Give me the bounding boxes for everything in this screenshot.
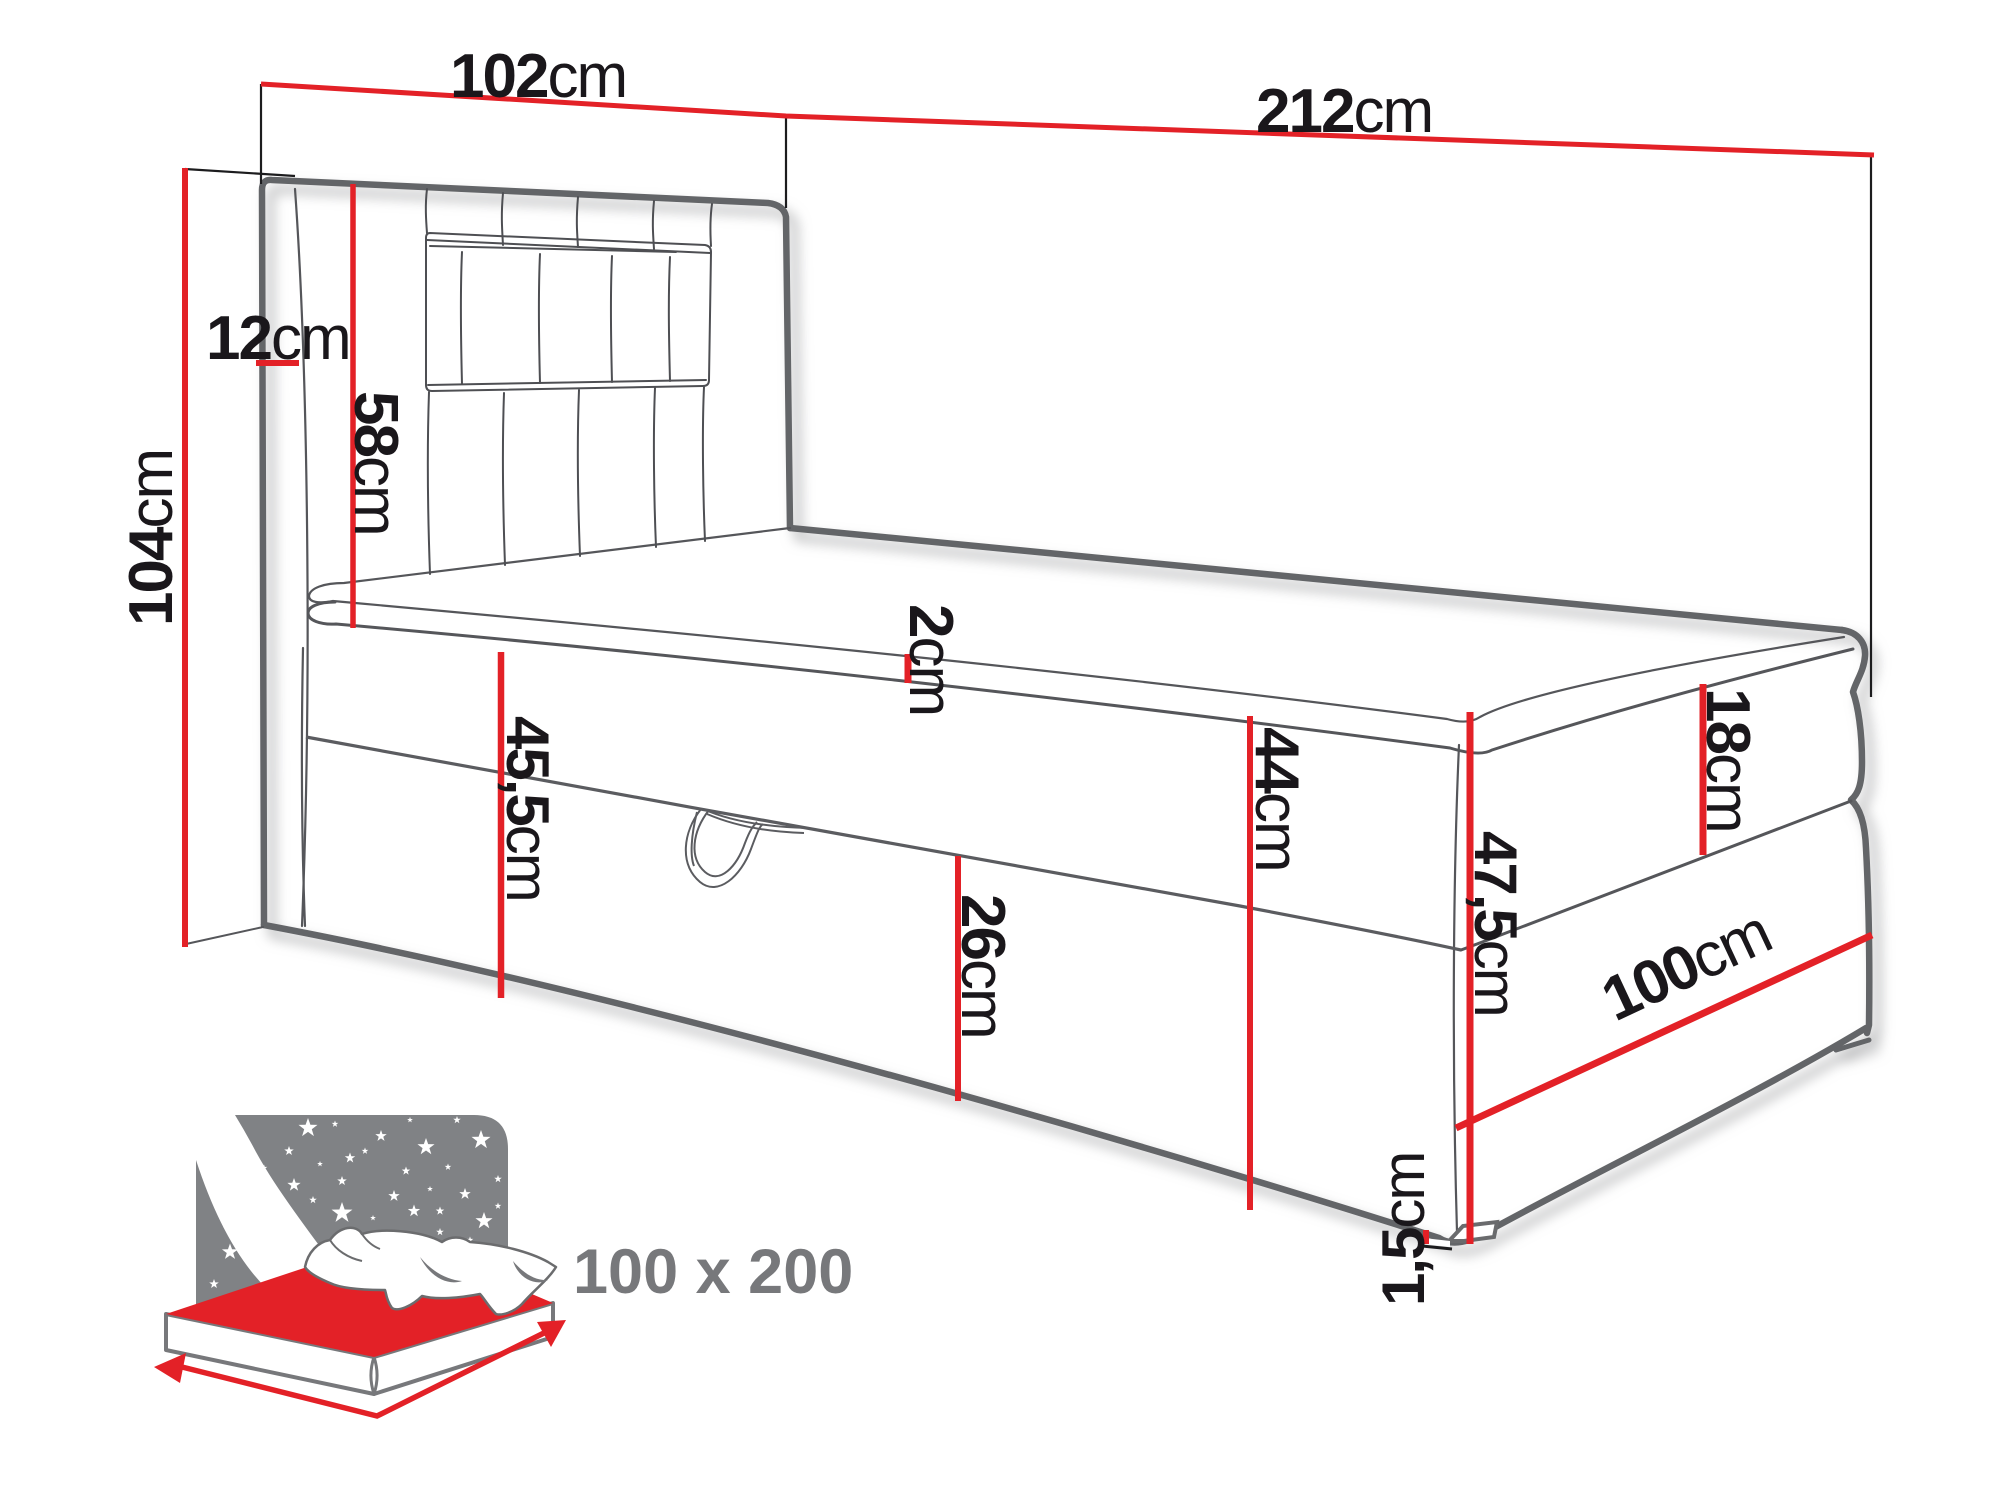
svg-text:100cm: 100cm	[1592, 898, 1781, 1035]
svg-text:58cm: 58cm	[341, 391, 410, 535]
svg-text:1,5cm: 1,5cm	[1370, 1153, 1437, 1306]
svg-text:12cm: 12cm	[206, 304, 350, 373]
svg-text:100 x 200: 100 x 200	[573, 1237, 853, 1307]
svg-text:212cm: 212cm	[1256, 77, 1432, 146]
svg-text:18cm: 18cm	[1693, 688, 1762, 832]
svg-text:45,5cm: 45,5cm	[494, 716, 561, 901]
svg-text:104cm: 104cm	[117, 450, 186, 626]
svg-text:102cm: 102cm	[450, 42, 626, 111]
svg-text:26cm: 26cm	[948, 894, 1017, 1038]
svg-text:2cm: 2cm	[896, 604, 965, 715]
svg-text:44cm: 44cm	[1242, 727, 1311, 871]
svg-text:47,5cm: 47,5cm	[1462, 831, 1529, 1016]
